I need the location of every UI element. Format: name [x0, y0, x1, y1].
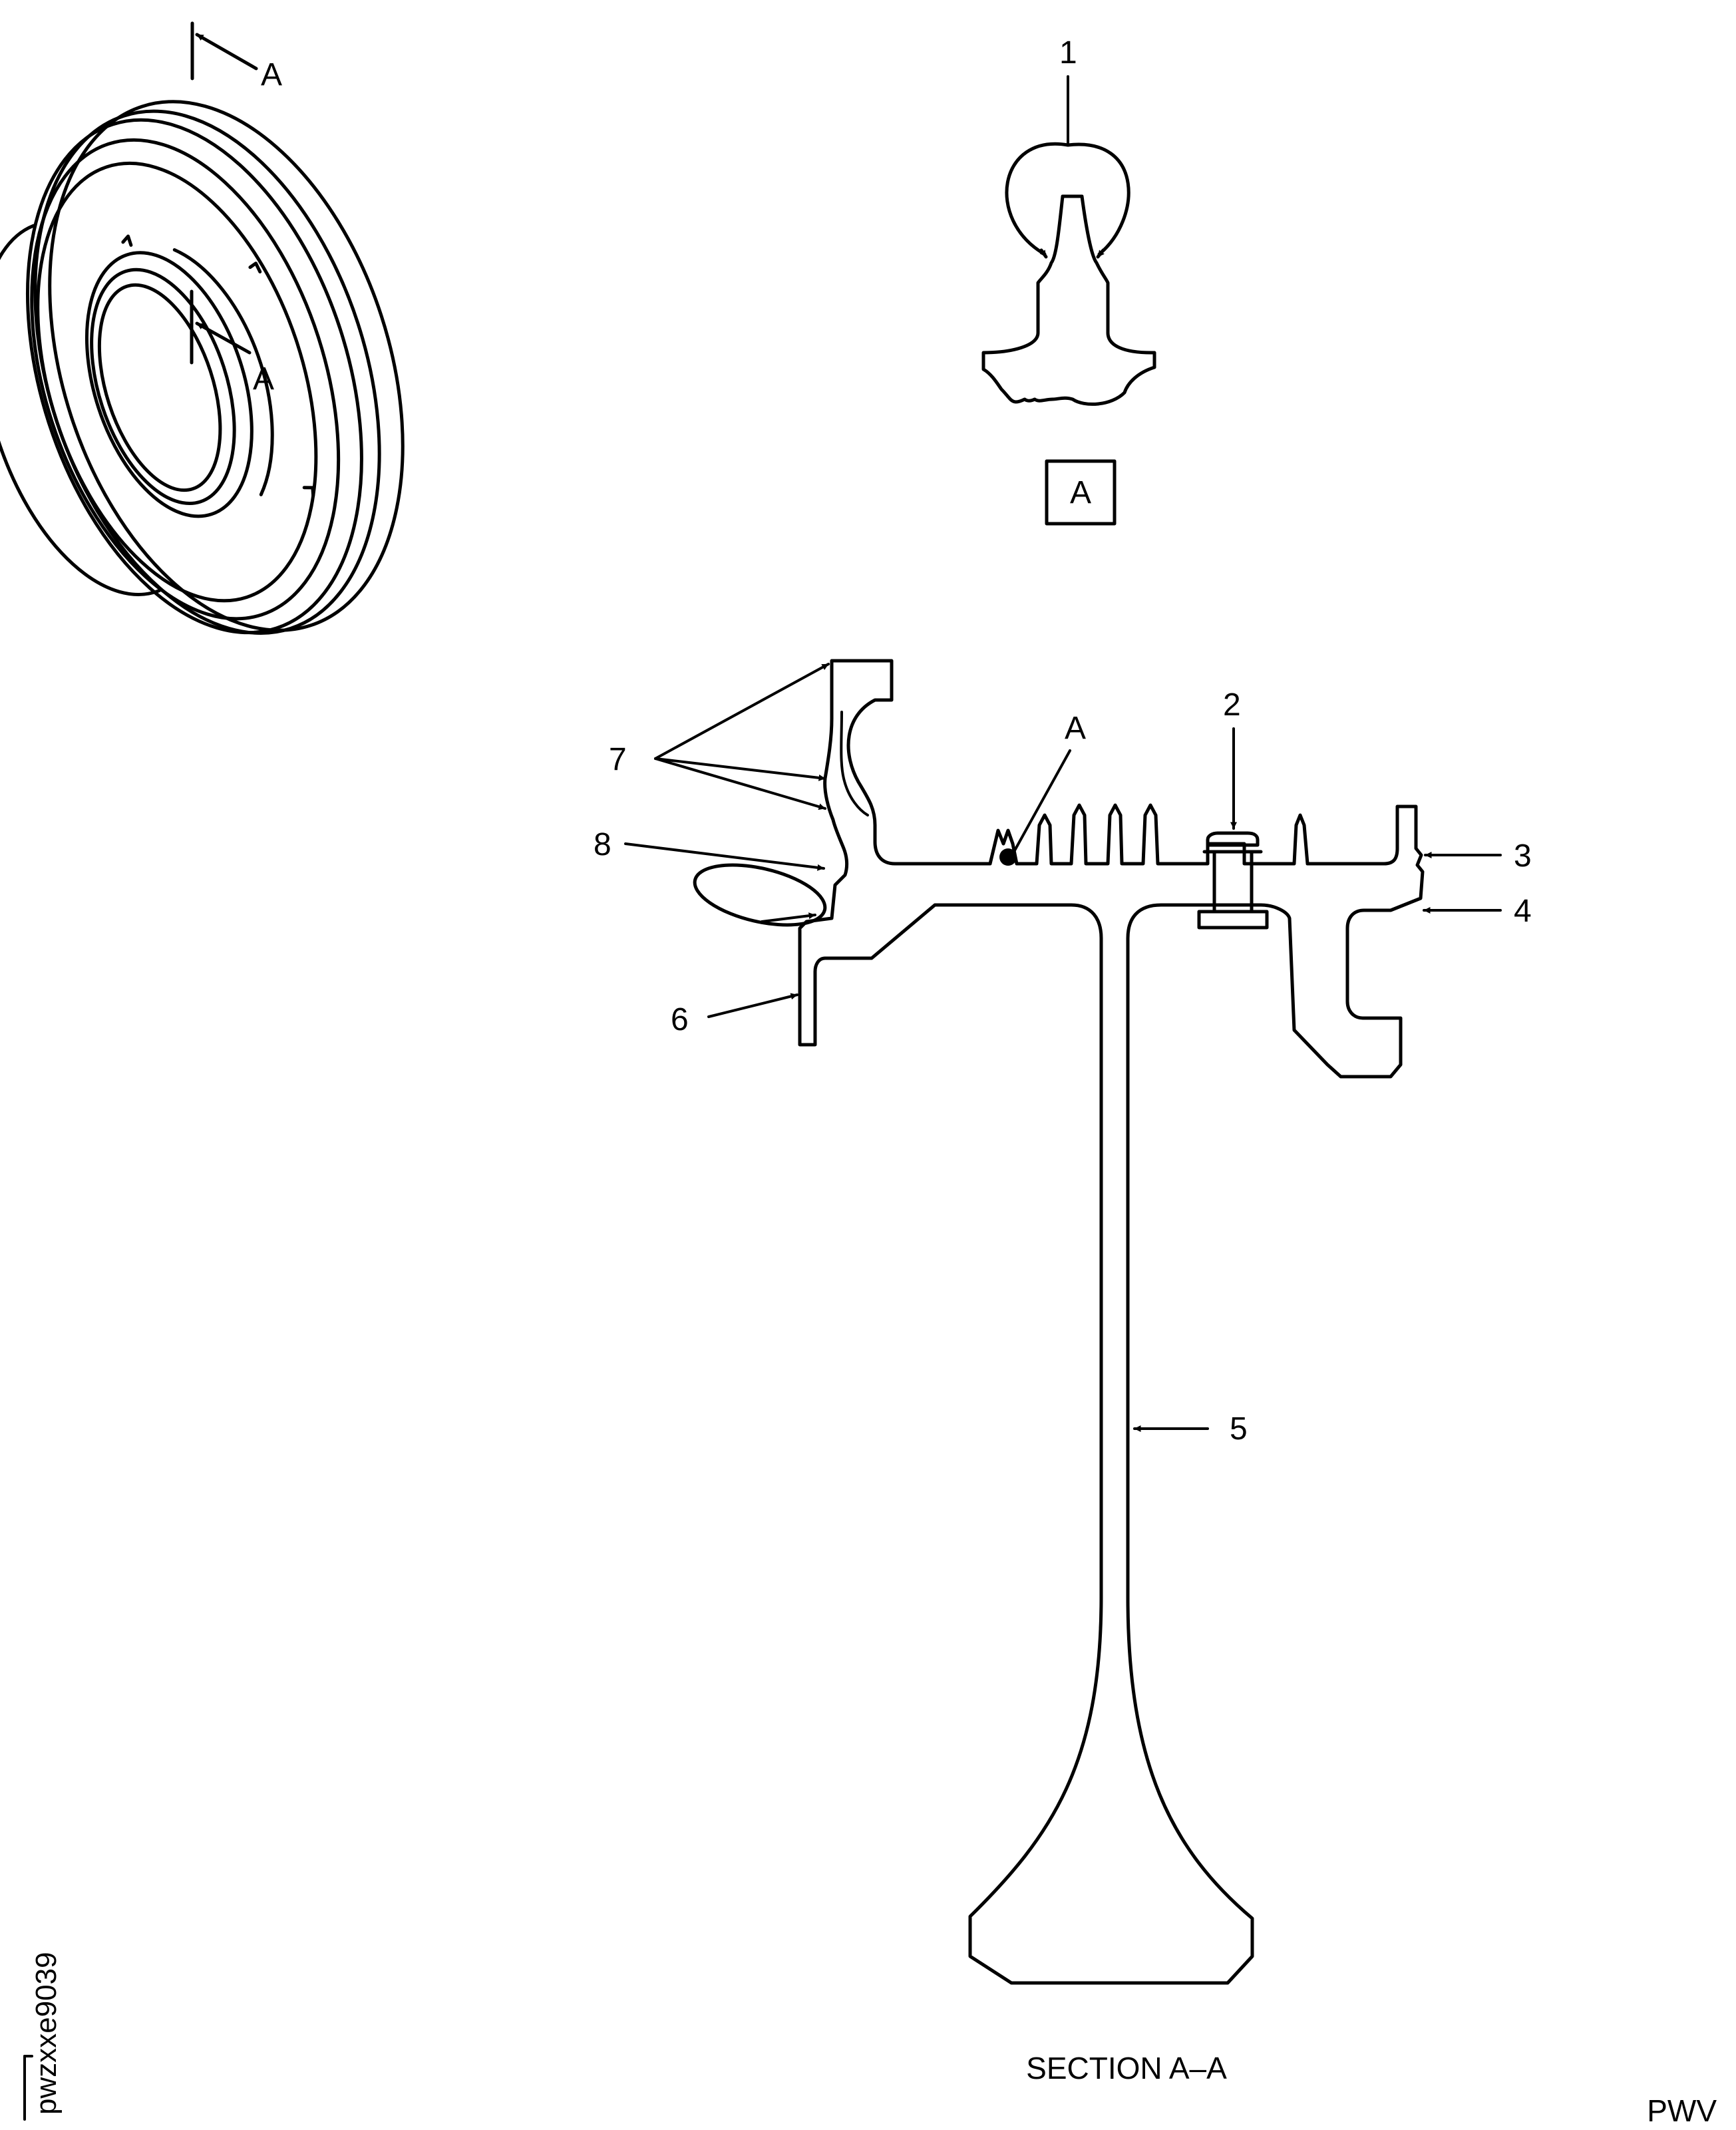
callout-4: 4 [1514, 894, 1532, 929]
callout-1: 1 [1059, 35, 1077, 71]
point-a-marker [999, 848, 1017, 866]
section-label-inner: A [253, 361, 274, 397]
section-a-a-view [693, 659, 1425, 1985]
detail-a-view [981, 75, 1156, 526]
leader-lines [624, 663, 1502, 1432]
callout-3: 3 [1514, 838, 1532, 874]
callout-7: 7 [609, 742, 627, 777]
section-label-top: A [261, 57, 282, 92]
disk-section-outline [798, 659, 1425, 1985]
callout-5: 5 [1230, 1411, 1248, 1447]
figure-code: pwzxxe9039 [30, 1952, 63, 2115]
callout-2: 2 [1223, 687, 1241, 723]
corner-mark: PWV [1647, 2093, 1717, 2128]
detail-box-label: A [1070, 475, 1091, 510]
point-a-label: A [1065, 711, 1086, 746]
section-caption: SECTION A–A [1026, 2051, 1227, 2085]
disk-isometric-view [0, 21, 405, 635]
callout-8: 8 [594, 827, 611, 862]
callout-8-ellipse [693, 863, 827, 927]
callout-6: 6 [671, 1002, 689, 1037]
